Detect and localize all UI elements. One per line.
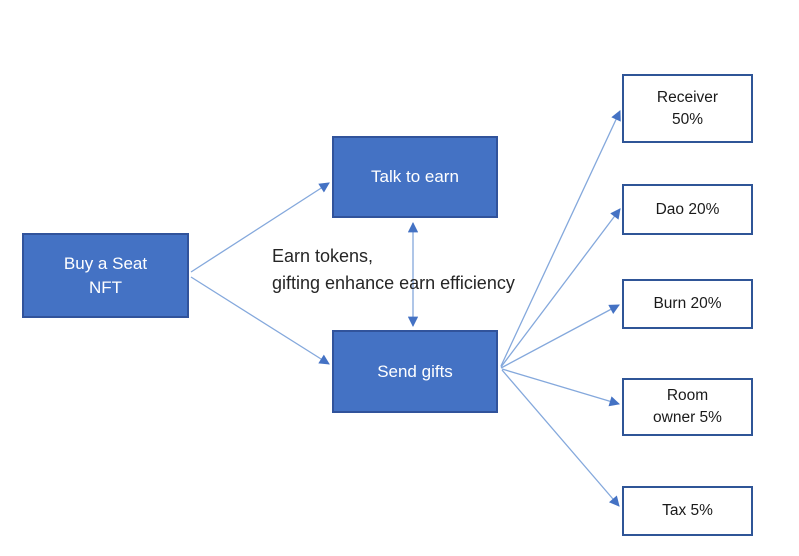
node-dao-20: Dao 20% <box>622 184 753 235</box>
node-label: Send gifts <box>377 361 453 381</box>
arrow-buy-to-send <box>190 276 330 365</box>
arrow-send-to-receiver <box>500 110 621 367</box>
arrow-buy-to-talk <box>190 182 330 273</box>
node-send-gifts: Send gifts <box>332 330 498 413</box>
node-label: Talk to earn <box>371 167 459 186</box>
node-label: Tax 5% <box>662 502 713 519</box>
caption-earn-tokens: Earn tokens, gifting enhance earn effici… <box>272 243 515 297</box>
node-label: NFT <box>88 277 123 297</box>
node-burn-20: Burn 20% <box>622 279 753 329</box>
node-label: Receiver <box>656 88 719 106</box>
node-label: 50% <box>671 110 704 128</box>
node-label: Dao 20% <box>655 200 720 218</box>
arrow-send-to-dao <box>500 208 621 368</box>
arrow-send-to-room-owner <box>501 368 620 407</box>
arrow-send-to-burn <box>500 304 620 369</box>
node-tax-5: Tax 5% <box>622 486 753 536</box>
node-room-owner-5: Room owner 5% <box>622 378 753 436</box>
node-receiver-50: Receiver 50% <box>622 74 753 143</box>
node-label: Room <box>666 387 709 404</box>
arrow-send-to-tax <box>501 369 620 507</box>
node-buy-a-seat-nft: Buy a Seat NFT <box>22 233 189 318</box>
caption-line: Earn tokens, <box>272 246 374 266</box>
node-label: Buy a Seat <box>63 253 148 273</box>
caption-line: gifting enhance earn efficiency <box>272 273 515 293</box>
node-talk-to-earn: Talk to earn <box>332 136 498 218</box>
node-label: Burn 20% <box>653 295 722 312</box>
node-label: owner 5% <box>653 409 722 426</box>
